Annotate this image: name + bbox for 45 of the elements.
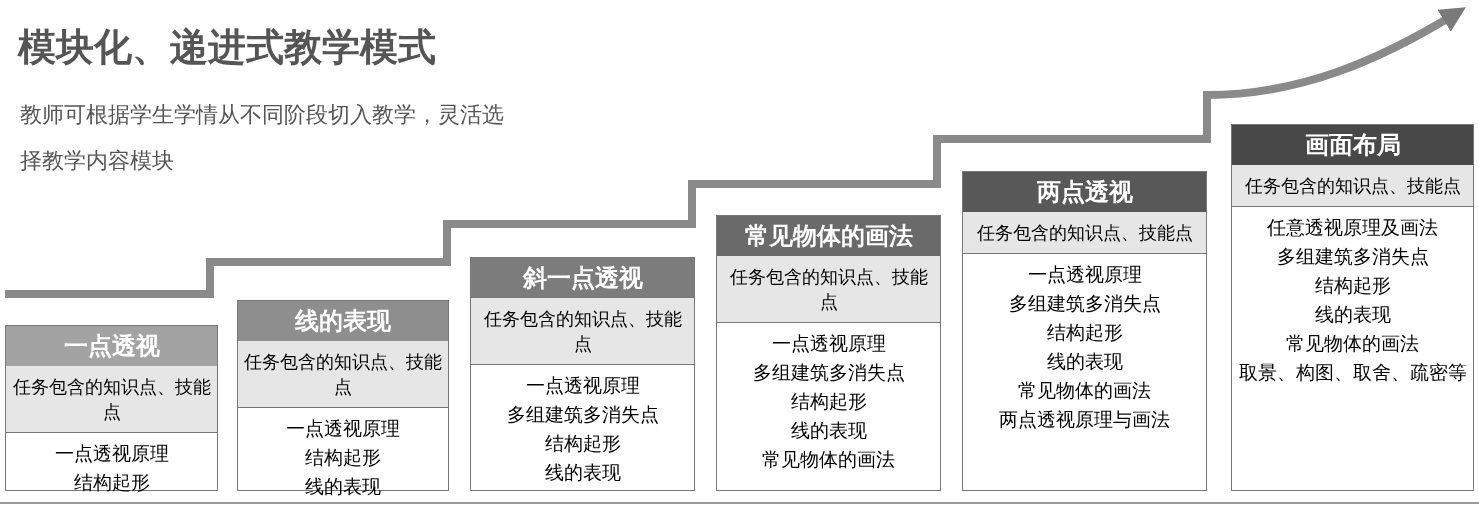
list-item: 结构起形 (1046, 320, 1123, 345)
step-heading: 两点透视 (963, 172, 1206, 212)
step-heading: 一点透视 (6, 326, 217, 366)
list-item: 多组建筑多消失点 (506, 402, 659, 427)
step-card (1231, 124, 1474, 491)
list-item: 一点透视原理 (54, 441, 169, 466)
step-card (470, 257, 695, 491)
list-item: 结构起形 (790, 389, 867, 414)
step-card (962, 171, 1207, 491)
list-item: 多组建筑多消失点 (752, 360, 905, 385)
list-item: 线的表现 (1314, 302, 1391, 327)
list-item: 常见物体的画法 (1286, 331, 1419, 356)
list-item: 多组建筑多消失点 (1008, 291, 1161, 316)
list-item: 线的表现 (1046, 349, 1123, 374)
description-text: 教师可根据学生学情从不同阶段切入教学，灵活选择教学内容模块 (20, 101, 505, 175)
list-item: 结构起形 (1314, 273, 1391, 298)
list-item: 结构起形 (544, 431, 621, 456)
list-item: 一点透视原理 (286, 416, 400, 441)
step-card (716, 215, 941, 491)
list-item: 结构起形 (305, 445, 381, 470)
list-item: 两点透视原理与画法 (999, 407, 1170, 432)
list-item: 线的表现 (790, 418, 867, 443)
step-subtitle: 任务包含的知识点、技能点 (6, 366, 217, 433)
step-heading: 常见物体的画法 (717, 216, 940, 256)
list-item: 一点透视原理 (771, 331, 886, 356)
list-item: 多组建筑多消失点 (1276, 244, 1429, 269)
step-card (5, 325, 218, 491)
step-heading: 线的表现 (238, 301, 448, 341)
step-subtitle: 任务包含的知识点、技能点 (1232, 165, 1473, 207)
list-item: 常见物体的画法 (1018, 378, 1151, 403)
step-subtitle: 任务包含的知识点、技能点 (717, 256, 940, 323)
step-subtitle: 任务包含的知识点、技能点 (471, 298, 694, 365)
list-item: 任意透视原理及画法 (1267, 215, 1438, 240)
list-item: 一点透视原理 (1027, 262, 1142, 287)
list-item: 常见物体的画法 (762, 447, 895, 472)
list-item: 线的表现 (305, 474, 381, 499)
list-item: 结构起形 (73, 470, 150, 495)
step-subtitle: 任务包含的知识点、技能点 (963, 212, 1206, 254)
list-item: 取景、构图、取舍、疏密等 (1238, 360, 1467, 385)
list-item: 一点透视原理 (525, 373, 640, 398)
step-heading: 斜一点透视 (471, 258, 694, 298)
step-subtitle: 任务包含的知识点、技能点 (238, 341, 448, 408)
step-heading: 画面布局 (1232, 125, 1473, 165)
title: 模块化、递进式教学模式 (18, 24, 436, 71)
list-item: 线的表现 (544, 460, 621, 485)
